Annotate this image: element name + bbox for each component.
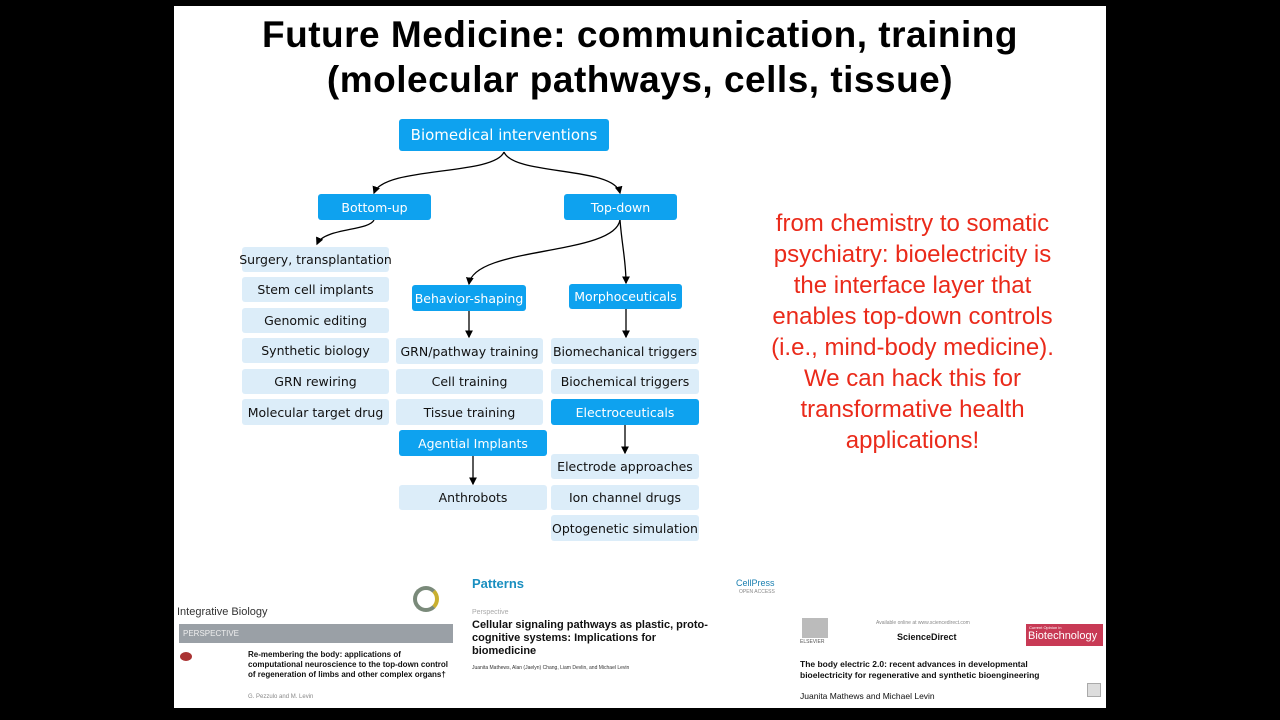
node-biochemical-triggers: Biochemical triggers — [551, 369, 699, 394]
journal-name: Biotechnology — [1028, 630, 1098, 642]
callout-line: transformative health — [800, 396, 1025, 423]
node-electrode-approaches: Electrode approaches — [551, 454, 699, 479]
node-biomedical-interventions: Biomedical interventions — [399, 119, 609, 151]
section-banner: PERSPECTIVE — [179, 624, 453, 643]
callout-line: (i.e., mind-body medicine). — [771, 334, 1054, 361]
journal-name: Integrative Biology — [177, 606, 268, 618]
node-stem-cell: Stem cell implants — [242, 277, 389, 302]
node-grn-pathway-training: GRN/pathway training — [396, 338, 543, 364]
callout-line: psychiatry: bioelectricity is — [773, 241, 1052, 268]
access-label: OPEN ACCESS — [739, 589, 775, 595]
journal-badge: Current Opinion in Biotechnology — [1026, 624, 1103, 646]
paper-authors: Juanita Mathews, Alan (Jaelyn) Chang, Li… — [472, 665, 630, 671]
title-line-2: (molecular pathways, cells, tissue) — [326, 59, 954, 100]
node-grn-rewiring: GRN rewiring — [242, 369, 389, 394]
node-molecular-target-drug: Molecular target drug — [242, 399, 389, 425]
node-genomic-editing: Genomic editing — [242, 308, 389, 333]
title-line-1: Future Medicine: communication, training — [262, 14, 1018, 55]
node-electroceuticals: Electroceuticals — [551, 399, 699, 425]
elsevier-tree-icon — [802, 618, 828, 638]
node-morphoceuticals: Morphoceuticals — [569, 284, 682, 309]
sciencedirect-logo: ScienceDirect — [897, 632, 957, 642]
diagram-arrows — [316, 151, 630, 486]
callout-line: enables top-down controls — [772, 303, 1053, 330]
paper-authors: Juanita Mathews and Michael Levin — [800, 691, 935, 701]
cellpress-logo: CellPress — [736, 578, 775, 588]
badge-icon — [1087, 683, 1101, 697]
available-online: Available online at www.sciencedirect.co… — [876, 620, 970, 626]
node-biomechanical-triggers: Biomechanical triggers — [551, 338, 699, 364]
callout-line: from chemistry to somatic — [775, 210, 1050, 237]
paper-title: The body electric 2.0: recent advances i… — [800, 659, 1040, 680]
slide: Future Medicine: communication, training… — [174, 6, 1106, 708]
node-ion-channel-drugs: Ion channel drugs — [551, 485, 699, 510]
callout-text: from chemistry to somatic psychiatry: bi… — [744, 208, 1081, 456]
publisher-logo: ELSEVIER — [800, 639, 825, 645]
node-anthrobots: Anthrobots — [399, 485, 547, 510]
node-tissue-training: Tissue training — [396, 399, 543, 425]
journal-name: Patterns — [472, 576, 525, 591]
node-optogenetic-simulation: Optogenetic simulation — [551, 515, 699, 541]
paper-title: Cellular signaling pathways as plastic, … — [472, 619, 708, 657]
paper-authors: G. Pezzulo and M. Levin — [248, 694, 314, 700]
node-synthetic-biology: Synthetic biology — [242, 338, 389, 363]
node-surgery: Surgery, transplantation — [239, 247, 392, 272]
node-cell-training: Cell training — [396, 369, 543, 394]
slide-title: Future Medicine: communication, training… — [174, 12, 1106, 102]
crossmark-icon — [180, 652, 192, 661]
section-label: Perspective — [472, 609, 509, 616]
callout-line: We can hack this for — [804, 365, 1021, 392]
node-agential-implants: Agential Implants — [399, 430, 547, 456]
node-top-down: Top-down — [564, 194, 677, 220]
callout-line: the interface layer that — [793, 272, 1032, 299]
node-behavior-shaping: Behavior-shaping — [412, 285, 526, 311]
callout-line: applications! — [845, 427, 980, 454]
paper-title: Re-membering the body: applications of c… — [248, 650, 449, 679]
node-bottom-up: Bottom-up — [318, 194, 431, 220]
journal-series: Current Opinion in — [1029, 625, 1062, 630]
rsc-logo-icon — [413, 586, 439, 612]
